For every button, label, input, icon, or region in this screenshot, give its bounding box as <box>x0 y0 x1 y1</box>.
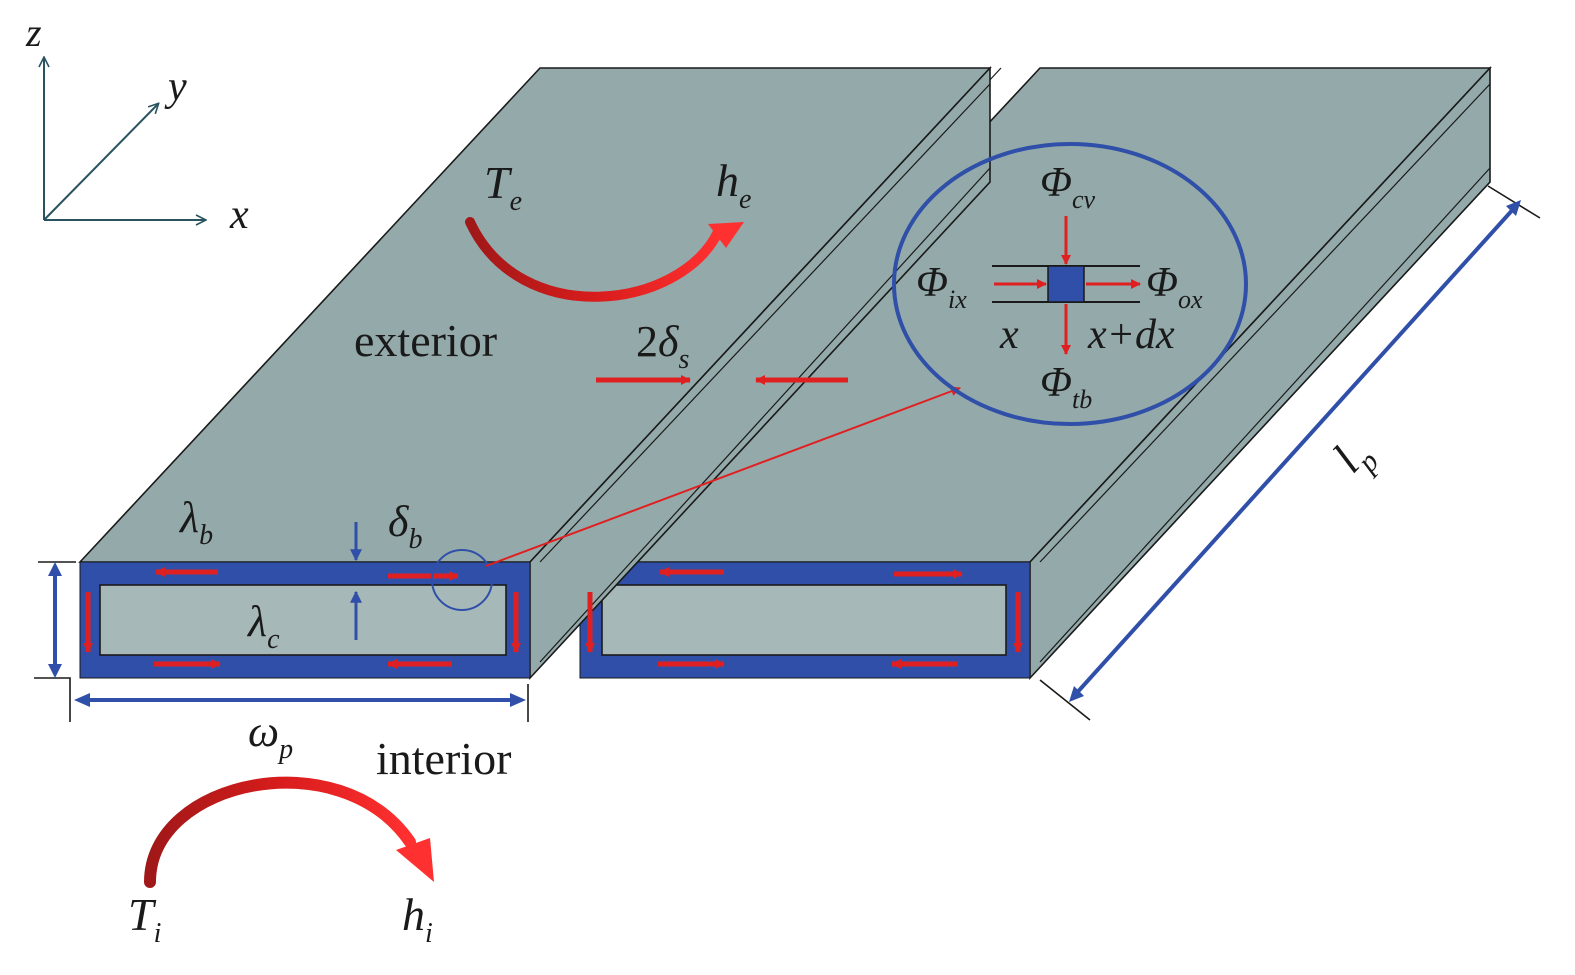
te-label: Te <box>484 157 522 217</box>
exterior-convection-arrow <box>465 217 744 302</box>
right-panel-back-side-line <box>1039 83 1491 563</box>
right-panel <box>540 65 1492 681</box>
gap-label: 2δs <box>636 317 689 375</box>
length-dimension <box>1039 185 1541 721</box>
exterior-label: exterior <box>354 315 497 366</box>
length-dim-head-top <box>1506 200 1521 216</box>
control-volume-element <box>1047 265 1085 303</box>
interior-curve-head <box>396 838 434 882</box>
length-dim-head-bottom <box>1069 686 1084 702</box>
phi-ix-label: Φix <box>916 260 967 314</box>
exterior-curve <box>465 217 723 302</box>
right-frame-flow-arrows <box>585 567 1023 669</box>
l-p-label: lp <box>1323 427 1386 488</box>
length-ext-top <box>1487 185 1541 219</box>
interior-label: interior <box>376 733 511 784</box>
thickness-indicator <box>350 386 961 640</box>
phi-ox-label: Φox <box>1146 260 1203 314</box>
interior-curve <box>144 776 416 888</box>
x-axis-label: x <box>229 192 249 238</box>
interior-convection-arrow <box>144 776 434 888</box>
omega-p-label: ωp <box>248 707 293 765</box>
x-dx-position-label: x+dx <box>1087 312 1175 358</box>
width-dim-head-left <box>74 693 90 707</box>
right-panel-cavity <box>601 584 1007 656</box>
detail-inset: Φcv Φix Φox x x+dx Φtb <box>892 142 1248 426</box>
ti-label: Ti <box>128 889 161 949</box>
x-position-label: x <box>999 312 1019 358</box>
inset-ellipse <box>892 142 1248 426</box>
left-panel-bottom-side-line <box>539 167 991 663</box>
length-dim-line <box>1072 204 1518 698</box>
height-ext-bottom <box>34 677 71 722</box>
phi-cv-label: Φcv <box>1040 160 1096 214</box>
detail-pointer-line <box>485 386 961 567</box>
right-panel-bottom-side-line <box>1039 167 1491 663</box>
left-frame-flow-arrows <box>83 567 521 669</box>
exterior-curve-head <box>708 222 744 248</box>
lambda-b-label: λb <box>178 493 213 551</box>
height-dim-head-top <box>48 562 62 576</box>
z-axis-label: z <box>25 10 42 55</box>
hi-label: hi <box>402 889 433 949</box>
length-ext-bottom <box>1039 679 1091 721</box>
lambda-c-label: λc <box>246 597 280 655</box>
y-axis-line <box>43 104 158 221</box>
height-dim-head-bottom <box>48 664 62 678</box>
left-panel-back-side-line <box>539 83 991 563</box>
coordinate-axes: z y x <box>25 10 249 238</box>
y-axis-label: y <box>164 64 187 110</box>
detail-circle <box>431 549 493 611</box>
width-dim-head-right <box>510 693 526 707</box>
left-panel-cavity <box>99 584 507 656</box>
left-panel <box>78 65 992 681</box>
height-dimension <box>34 561 76 722</box>
he-label: he <box>716 155 751 215</box>
delta-b-label: δb <box>388 497 422 555</box>
width-dimension <box>74 684 529 722</box>
phi-tb-label: Φtb <box>1040 360 1092 414</box>
